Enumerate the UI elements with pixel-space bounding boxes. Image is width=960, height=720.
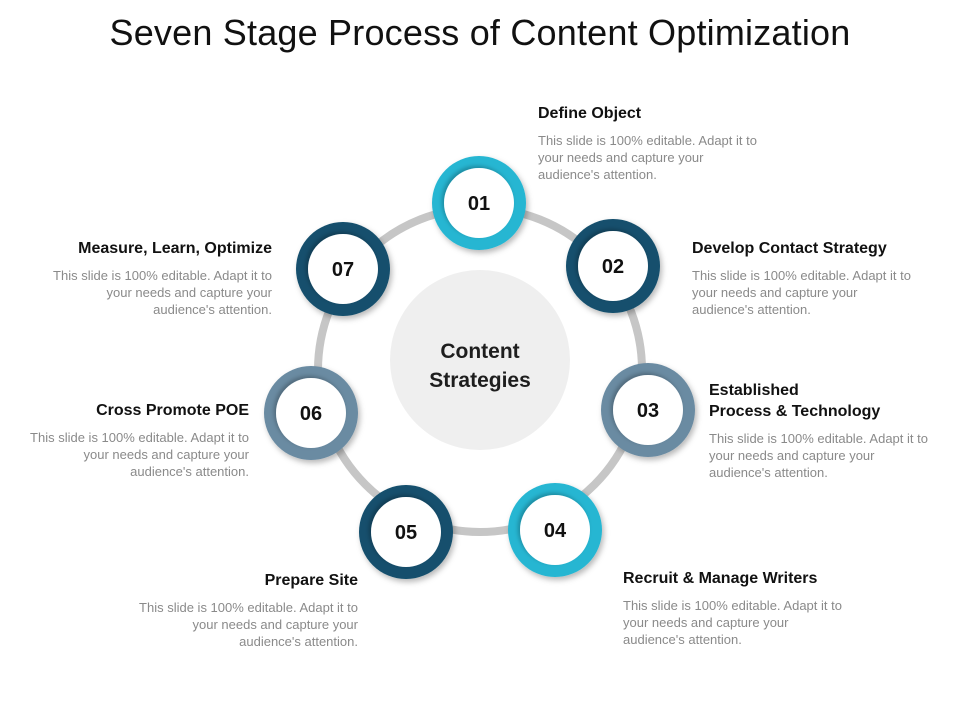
center-circle	[390, 270, 570, 450]
stage-node-05	[359, 485, 453, 579]
stage-number-04: 04	[543, 520, 567, 542]
stage-node-inner	[308, 234, 378, 304]
stage-number-07: 07	[331, 259, 355, 281]
stage-description: This slide is 100% editable. Adapt it to…	[692, 268, 911, 317]
stage-node-inner	[444, 168, 514, 238]
stage-title: Prepare Site	[264, 572, 358, 589]
stage-block-01: Define Object This slide is 100% editabl…	[538, 103, 783, 183]
stage-node-inner	[520, 495, 590, 565]
stage-description: This slide is 100% editable. Adapt it to…	[139, 600, 358, 649]
stage-title: Define Object	[538, 105, 642, 122]
stage-number-02: 02	[601, 256, 625, 278]
stage-node-inner	[578, 231, 648, 301]
stage-block-03: Established Process & Technology This sl…	[709, 380, 954, 481]
center-label-line: Content	[440, 340, 520, 363]
stage-block-07: Measure, Learn, Optimize This slide is 1…	[27, 238, 272, 318]
stage-title: Cross Promote POE	[96, 402, 249, 419]
stage-number-01: 01	[467, 193, 491, 215]
stage-description: This slide is 100% editable. Adapt it to…	[623, 598, 842, 647]
stage-block-04: Recruit & Manage Writers This slide is 1…	[623, 568, 868, 648]
stage-node-01	[432, 156, 526, 250]
stage-description: This slide is 100% editable. Adapt it to…	[53, 268, 272, 317]
stage-block-02: Develop Contact Strategy This slide is 1…	[692, 238, 937, 318]
stage-title: Develop Contact Strategy	[692, 240, 887, 257]
stage-node-02	[566, 219, 660, 313]
stage-description: This slide is 100% editable. Adapt it to…	[709, 431, 928, 480]
stage-node-04	[508, 483, 602, 577]
stage-block-06: Cross Promote POE This slide is 100% edi…	[4, 400, 249, 480]
stage-node-07	[296, 222, 390, 316]
stage-title: Recruit & Manage Writers	[623, 570, 818, 587]
stage-title: Measure, Learn, Optimize	[78, 240, 272, 257]
stage-number-03: 03	[636, 400, 660, 422]
stage-node-inner	[613, 375, 683, 445]
slide-title: Seven Stage Process of Content Optimizat…	[109, 12, 851, 53]
stage-description: This slide is 100% editable. Adapt it to…	[538, 133, 757, 182]
stage-block-05: Prepare Site This slide is 100% editable…	[113, 570, 358, 650]
center-label: Content Strategies	[390, 337, 570, 395]
stage-node-inner	[276, 378, 346, 448]
stage-number-06: 06	[299, 403, 323, 425]
stage-number-05: 05	[394, 522, 418, 544]
stage-title: Process & Technology	[709, 403, 881, 420]
stage-node-03	[601, 363, 695, 457]
center-label-line: Strategies	[429, 369, 531, 392]
stage-node-06	[264, 366, 358, 460]
stage-node-inner	[371, 497, 441, 567]
stage-title: Established	[709, 382, 799, 399]
stage-description: This slide is 100% editable. Adapt it to…	[30, 430, 249, 479]
